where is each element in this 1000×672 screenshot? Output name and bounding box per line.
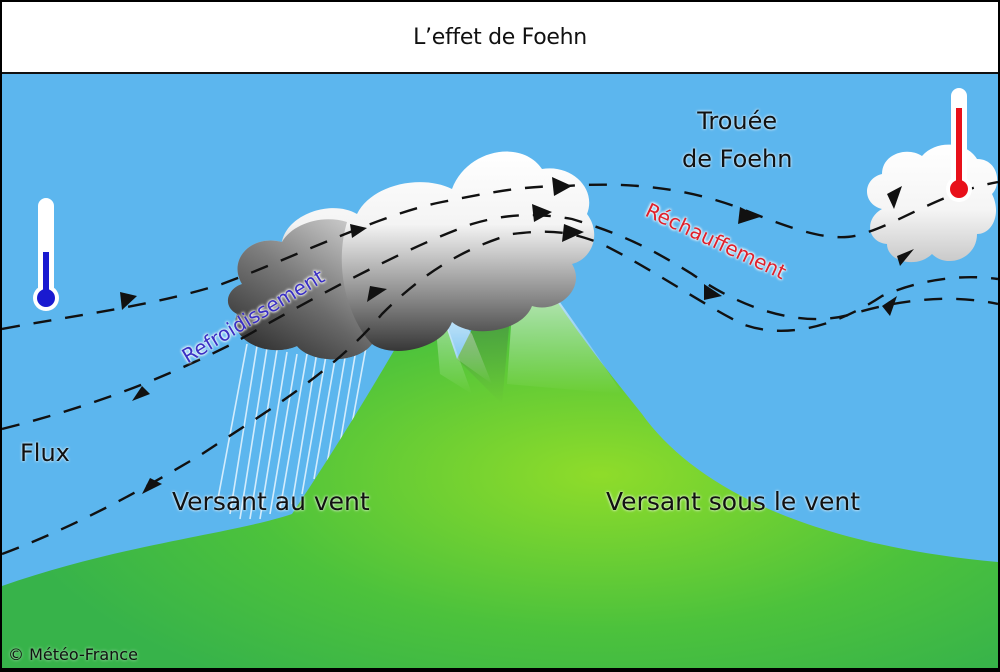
arrowhead-icon: [704, 284, 722, 300]
arrowhead-icon: [562, 224, 584, 242]
arrowhead-icon: [738, 207, 760, 224]
diagram-title: L’effet de Foehn: [413, 24, 587, 50]
arrowhead-icon: [367, 286, 387, 302]
arrowhead-icon: [532, 204, 552, 222]
windward-slope-label: Versant au vent: [172, 487, 370, 516]
flow-arrowheads: [120, 177, 914, 494]
title-bar: L’effet de Foehn: [2, 2, 998, 74]
foehn-gap-label: Trouée de Foehn: [682, 107, 793, 173]
arrowhead-icon: [142, 478, 162, 494]
foehn-scene: Trouée de Foehn Refroidissement Réchauff…: [2, 74, 998, 668]
arrowhead-icon: [897, 249, 914, 266]
thermometer-warm-icon: [946, 88, 972, 202]
leeward-slope-label: Versant sous le vent: [606, 487, 860, 516]
flux-label: Flux: [20, 439, 70, 467]
thermometer-cold-icon: [33, 198, 59, 311]
arrowhead-icon: [120, 292, 137, 310]
storm-cloud: [227, 151, 595, 360]
copyright: © Météo-France: [8, 645, 138, 664]
foehn-illustration: [2, 74, 998, 668]
arrowhead-icon: [132, 386, 150, 401]
arrowhead-icon: [552, 177, 572, 196]
arrowhead-icon: [887, 186, 902, 209]
arrowhead-icon: [882, 296, 897, 316]
arrowhead-icon: [350, 224, 367, 238]
air-flow-lines: [2, 180, 998, 556]
mountain: [2, 239, 998, 668]
